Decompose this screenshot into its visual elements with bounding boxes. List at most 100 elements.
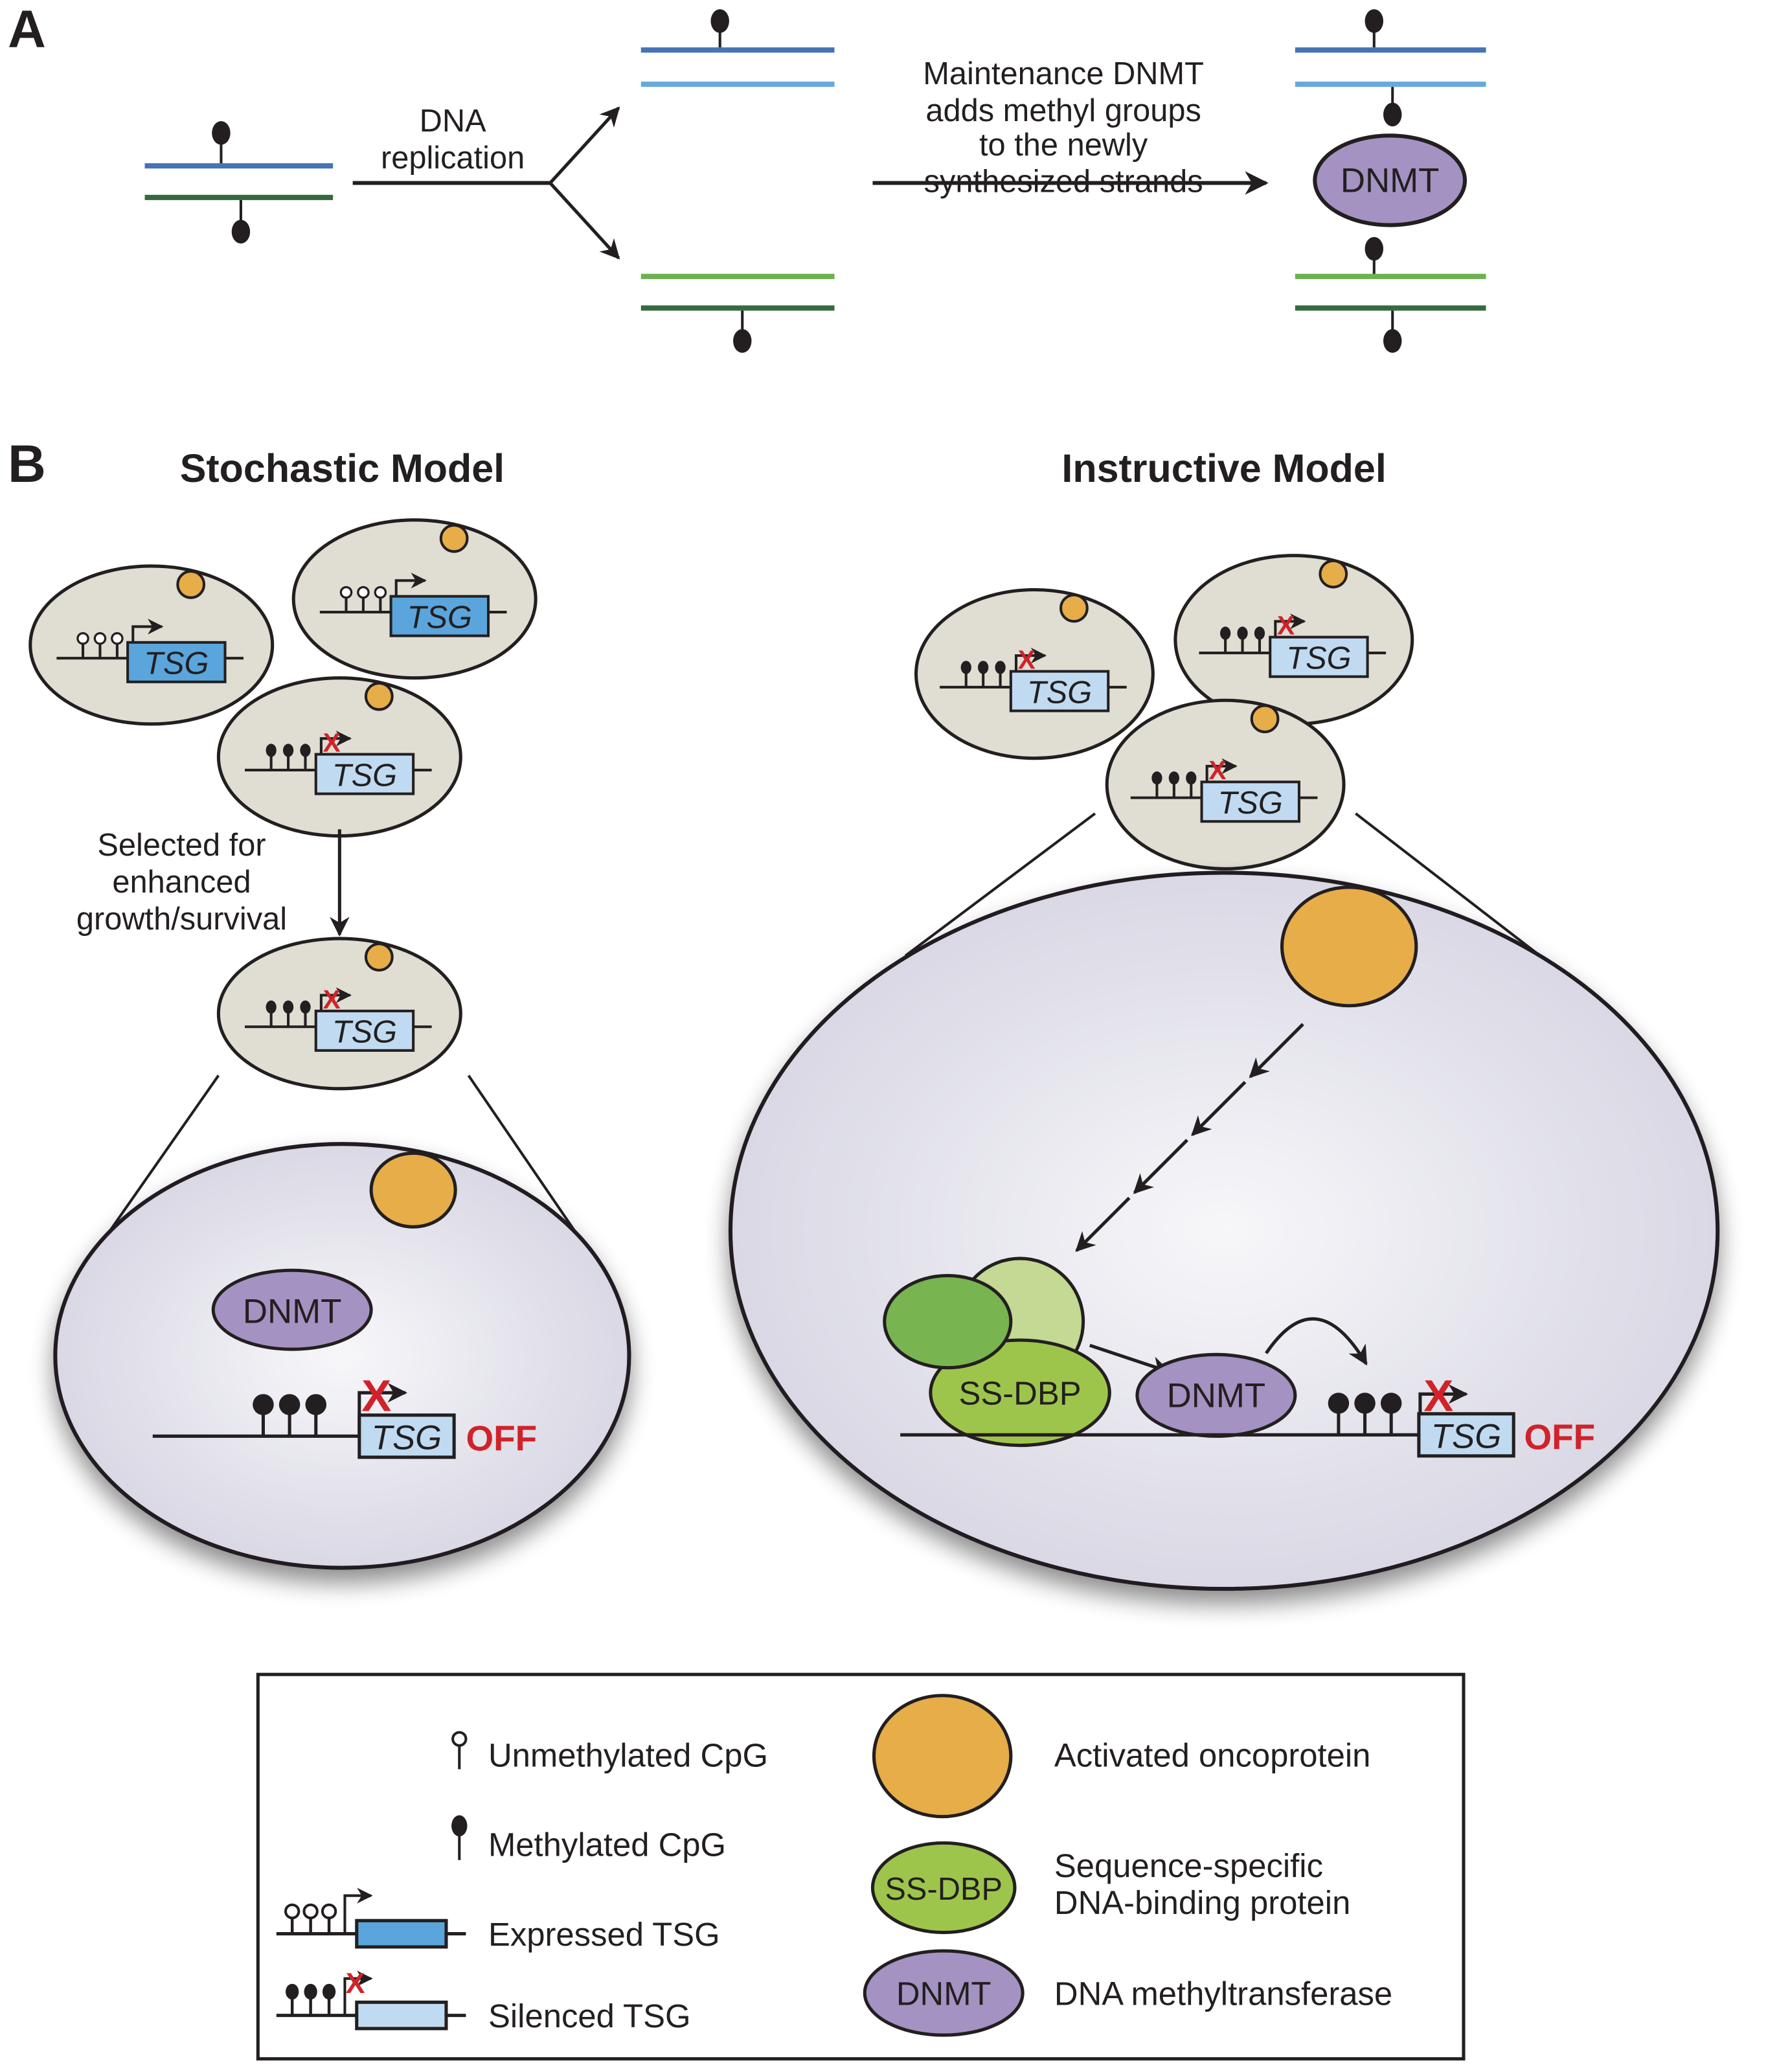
ssdbp-protein bbox=[929, 1338, 1111, 1448]
blocked-x-icon: X bbox=[323, 728, 341, 758]
unmethylated-cpg-icon bbox=[339, 586, 353, 599]
parent-strand-top bbox=[144, 163, 334, 169]
methyl-group-icon bbox=[231, 220, 251, 244]
tsg-box bbox=[126, 641, 227, 683]
selection-label-line3: growth/survival bbox=[76, 902, 287, 937]
methylated-cpg-icon bbox=[266, 1000, 277, 1014]
tsg-label: TSG bbox=[144, 646, 209, 681]
tsg-box bbox=[314, 753, 415, 795]
zoom-line-left bbox=[905, 812, 1096, 957]
unmethylated-cpg-icon bbox=[93, 632, 107, 645]
legend-dnmt: DNA methyltransferase bbox=[1054, 1975, 1392, 2012]
blocked-x-icon: X bbox=[1277, 611, 1295, 641]
replication-label-line2: replication bbox=[381, 141, 525, 176]
methylation-arrow bbox=[1265, 1317, 1368, 1366]
panel-a-label: A bbox=[8, 0, 46, 59]
instructive-title: Instructive Model bbox=[1061, 446, 1386, 490]
tsg-label: TSG bbox=[332, 758, 397, 793]
methyl-group-icon bbox=[733, 329, 752, 353]
methylated-cpg-icon bbox=[451, 1815, 468, 1860]
methylated-cpg-icon bbox=[266, 744, 277, 757]
blocked-x-icon: X bbox=[323, 985, 341, 1014]
tsg-label: TSG bbox=[372, 1419, 442, 1457]
oncoprotein bbox=[1319, 559, 1348, 589]
replication-arrow bbox=[352, 106, 620, 260]
tsg-label: TSG bbox=[407, 600, 472, 635]
legend-ssdbp-line2: DNA-binding protein bbox=[1054, 1884, 1350, 1921]
methylated-cpg-icon bbox=[1254, 626, 1265, 640]
unmethylated-cpg-icon bbox=[357, 586, 370, 599]
cell-expressed-tsg: TSG bbox=[28, 564, 275, 726]
oncoprotein bbox=[1059, 593, 1089, 623]
signaling-arrows bbox=[1075, 1023, 1304, 1252]
legend-expressed: Expressed TSG bbox=[488, 1916, 720, 1953]
oncoprotein bbox=[1280, 885, 1418, 1008]
oncoprotein bbox=[1250, 704, 1280, 734]
cofactor-dark bbox=[883, 1273, 1013, 1370]
methylated-cpg-icon bbox=[1186, 771, 1197, 785]
instructive-nucleus: SS-DBP DNMT X TSG OFF bbox=[728, 871, 1720, 1591]
maintenance-label-line2: adds methyl groups bbox=[925, 93, 1201, 128]
daughter-dna-bottom bbox=[640, 273, 835, 353]
dnmt-enzyme bbox=[1313, 133, 1467, 227]
legend-oncoprotein: Activated oncoprotein bbox=[1054, 1736, 1371, 1773]
zoom-line-right bbox=[1355, 812, 1541, 957]
parent-dna bbox=[144, 120, 334, 244]
zoom-line-right bbox=[467, 1075, 580, 1238]
ssdbp-icon bbox=[870, 1841, 1017, 1935]
maintenance-label-line3: to the newly bbox=[979, 128, 1148, 163]
tsg-box bbox=[1009, 670, 1110, 712]
methylated-cpg-icon bbox=[1237, 626, 1248, 640]
expressed-tsg-icon bbox=[276, 1887, 466, 1949]
stochastic-title: Stochastic Model bbox=[180, 446, 504, 490]
oncoprotein bbox=[364, 681, 394, 711]
tsg-label: TSG bbox=[1218, 786, 1283, 821]
dnmt-label: DNMT bbox=[243, 1293, 342, 1331]
legend-dnmt-badge: DNMT bbox=[896, 1975, 991, 2012]
tsg-box bbox=[389, 595, 490, 637]
methylated-cpg-icon bbox=[960, 661, 971, 674]
blocked-x-icon: X bbox=[1208, 755, 1226, 785]
tsg-label: TSG bbox=[332, 1015, 397, 1050]
legend-ssdbp-line1: Sequence-specific bbox=[1054, 1847, 1323, 1884]
ssdbp-label: SS-DBP bbox=[959, 1375, 1082, 1412]
unmethylated-cpg-icon bbox=[451, 1731, 468, 1770]
methylated-cpg-icon bbox=[1219, 626, 1231, 640]
tsg-box bbox=[1417, 1412, 1515, 1458]
methylated-cpg-icon bbox=[978, 661, 989, 674]
unmethylated-cpg-icon bbox=[76, 632, 89, 645]
methyl-group-icon bbox=[1365, 236, 1384, 261]
methylated-cpg-icon bbox=[1168, 771, 1179, 785]
tsg-label: TSG bbox=[1286, 641, 1351, 676]
unmethylated-cpg-icon bbox=[111, 632, 124, 645]
daughter-dna-top bbox=[640, 9, 835, 87]
tsg-box bbox=[357, 1413, 456, 1459]
oncoprotein-icon bbox=[872, 1694, 1013, 1819]
methylated-cpg-icon bbox=[282, 744, 294, 757]
blocked-x-icon: X bbox=[1018, 644, 1036, 674]
legend-silenced: Silenced TSG bbox=[488, 1998, 690, 2034]
methylated-cpg-icon bbox=[300, 1000, 311, 1014]
tsg-box bbox=[1269, 635, 1369, 678]
oncoprotein bbox=[369, 1151, 457, 1229]
selection-label-line2: enhanced bbox=[112, 865, 251, 900]
legend-unmethylated: Unmethylated CpG bbox=[488, 1736, 768, 1773]
methyl-group-icon bbox=[212, 120, 231, 145]
methylated-cpg-icon bbox=[1151, 771, 1162, 785]
off-status: OFF bbox=[466, 1418, 537, 1459]
tsg-label: TSG bbox=[1431, 1418, 1502, 1456]
replication-label-line1: DNA bbox=[420, 104, 486, 139]
silenced-tsg-icon: X bbox=[276, 1968, 466, 2031]
methyl-group-icon bbox=[1365, 9, 1384, 33]
dnmt-label: DNMT bbox=[1341, 162, 1440, 200]
svg-text:X: X bbox=[346, 1968, 365, 1999]
parent-strand-bottom bbox=[144, 194, 334, 200]
selection-label-line1: Selected for bbox=[97, 828, 266, 863]
methyl-group-icon bbox=[710, 9, 729, 33]
